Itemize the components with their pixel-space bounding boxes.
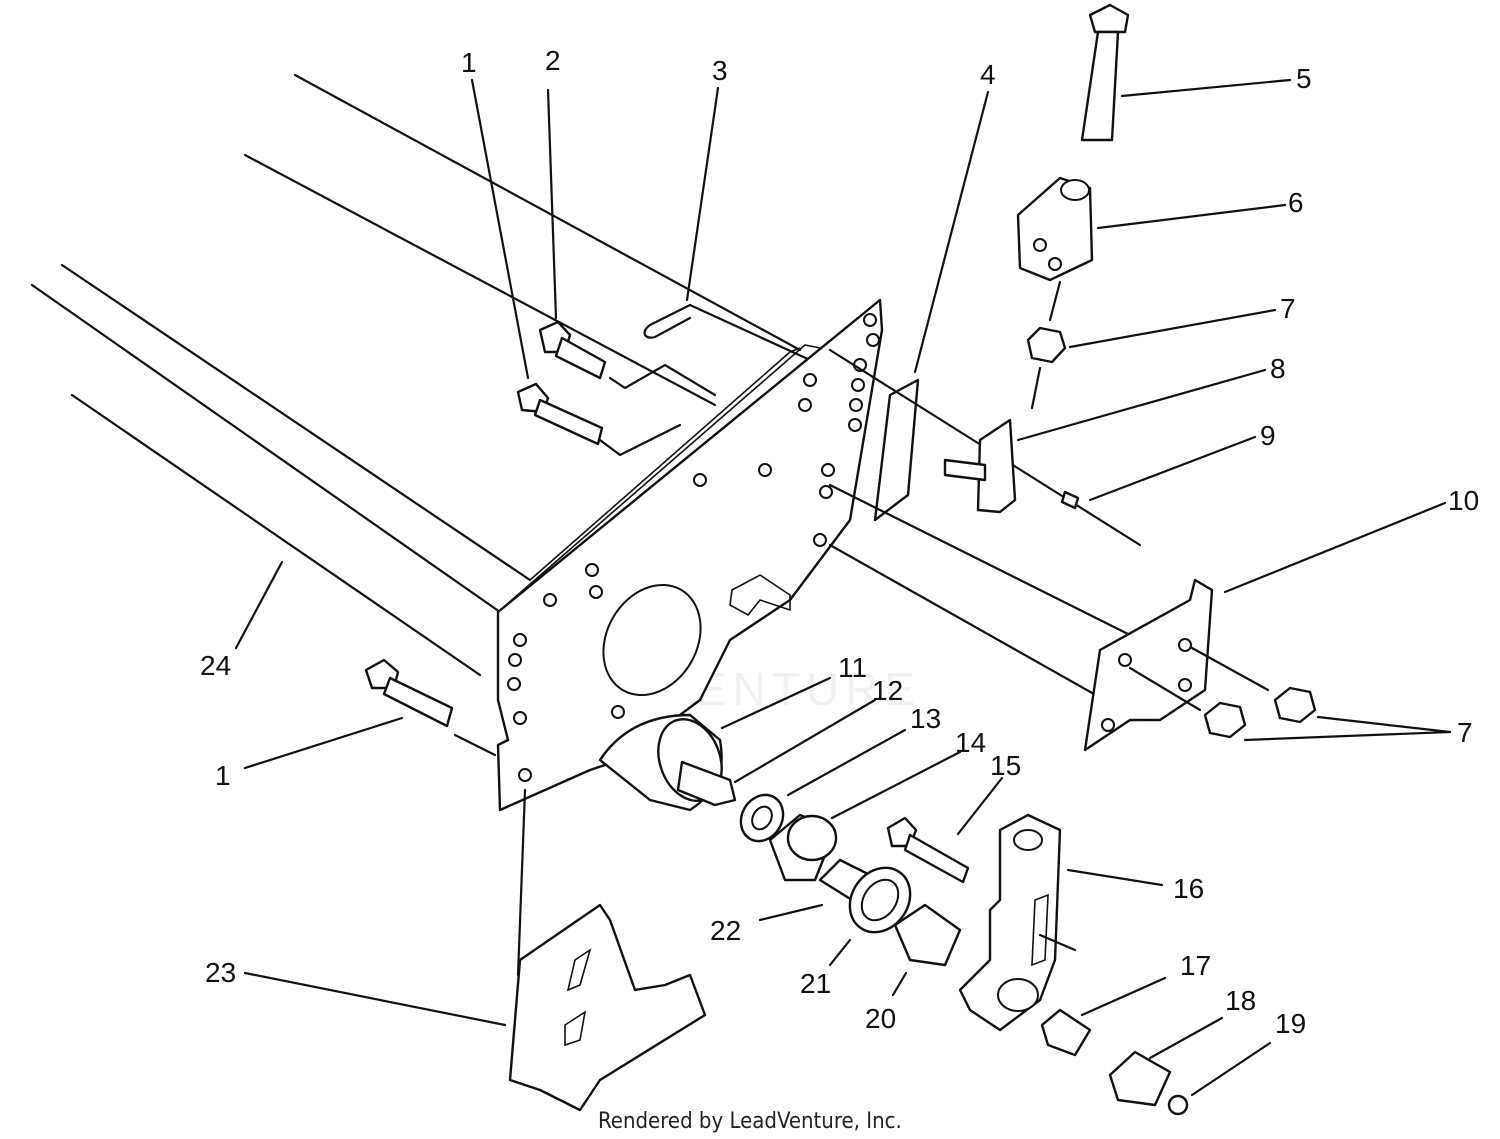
bolt-2 — [538, 320, 607, 380]
callout-20: 20 — [865, 1003, 896, 1034]
callout-1-lower: 1 — [215, 760, 231, 791]
callout-12: 12 — [872, 675, 903, 706]
hex-nut-upper — [1026, 326, 1067, 364]
callout-labels: 1 2 3 4 5 6 7 8 9 10 7 24 1 11 12 13 14 … — [200, 45, 1479, 1039]
callout-21: 21 — [800, 968, 831, 999]
callout-23: 23 — [205, 957, 236, 988]
bushing — [1040, 1008, 1092, 1057]
bolt-5 — [1080, 3, 1130, 142]
callout-1: 1 — [461, 47, 477, 78]
spindle-housing — [598, 713, 737, 812]
spacer — [1108, 1050, 1172, 1107]
callout-13: 13 — [910, 703, 941, 734]
skid-shoe — [508, 903, 707, 1112]
frame-rails — [30, 73, 812, 677]
callout-3: 3 — [712, 55, 728, 86]
roll-pin — [1060, 490, 1080, 510]
bolt-1-lower — [364, 658, 454, 728]
callout-7-upper: 7 — [1280, 293, 1296, 324]
hairpin-clip — [643, 303, 692, 339]
callout-11: 11 — [838, 652, 867, 683]
callout-5: 5 — [1296, 63, 1312, 94]
spindle-nut — [893, 903, 962, 967]
callout-10: 10 — [1448, 485, 1479, 516]
hex-nut-right-2 — [1203, 701, 1247, 739]
pin-bracket — [976, 418, 1017, 514]
hex-nut-right-1 — [1273, 686, 1317, 724]
gasket-plate — [873, 378, 920, 522]
footer-credit: Rendered by LeadVenture, Inc. — [598, 1109, 902, 1134]
callout-4: 4 — [980, 59, 996, 90]
callout-6: 6 — [1288, 187, 1304, 218]
callout-8: 8 — [1270, 353, 1286, 384]
clevis — [1016, 176, 1094, 282]
callout-17: 17 — [1180, 950, 1211, 981]
pivot-arm — [958, 813, 1062, 1032]
leader-lines — [234, 78, 1452, 1097]
side-plate — [496, 298, 884, 812]
mounting-bracket — [1083, 578, 1214, 752]
callout-9: 9 — [1260, 420, 1276, 451]
callout-2: 2 — [545, 45, 561, 76]
bolt-1-upper — [516, 382, 604, 446]
callout-19: 19 — [1275, 1008, 1306, 1039]
callout-15: 15 — [990, 750, 1021, 781]
callout-16: 16 — [1173, 873, 1204, 904]
callout-22: 22 — [710, 915, 741, 946]
callout-7-right: 7 — [1457, 717, 1473, 748]
bolt-15 — [886, 816, 970, 884]
callout-18: 18 — [1225, 985, 1256, 1016]
callout-14: 14 — [955, 727, 986, 758]
set-screw — [1167, 1094, 1189, 1116]
callout-24: 24 — [200, 650, 231, 681]
plate-holes — [507, 313, 880, 782]
